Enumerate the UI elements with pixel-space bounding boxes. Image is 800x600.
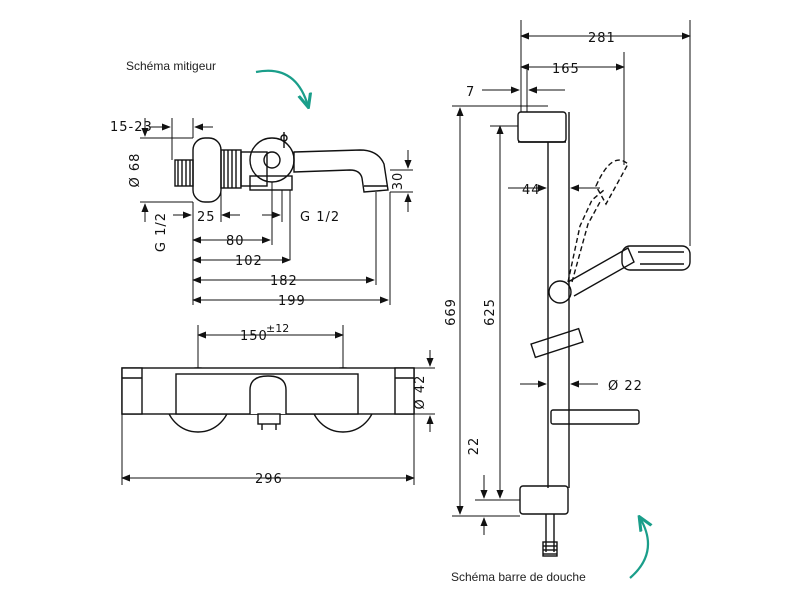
dim-150: 150	[240, 329, 268, 344]
dim-25: 25	[197, 210, 216, 225]
dim-165: 165	[552, 62, 580, 77]
dim-tol-12: ±12	[266, 322, 289, 335]
dim-102: 102	[235, 254, 263, 269]
dim-g-half-right: G 1/2	[300, 210, 340, 225]
front-spout	[249, 375, 287, 414]
top-bracket	[517, 111, 567, 143]
dim-281: 281	[588, 31, 616, 46]
shower-bar	[517, 111, 691, 557]
dim-30: 30	[391, 172, 406, 191]
mixer-top-view	[174, 132, 389, 203]
mixer-front-dims	[121, 325, 435, 485]
slider	[548, 280, 572, 304]
mixer-front-view	[121, 367, 415, 433]
body	[240, 151, 268, 187]
dim-296: 296	[255, 472, 283, 487]
shower-bar-dims	[452, 20, 691, 535]
dim-15-23: 15-23	[110, 120, 153, 135]
dim-7: 7	[466, 85, 475, 100]
mixer-caption: Schéma mitigeur	[126, 59, 217, 73]
dim-182: 182	[270, 274, 298, 289]
dim-dia42: Ø 42	[413, 375, 428, 410]
dim-g-half-left: G 1/2	[154, 212, 169, 252]
dimension-labels: 15-23 Ø 68 G 1/2 25 G 1/2 80 102 182 199…	[110, 31, 643, 487]
dim-80: 80	[226, 234, 245, 249]
spout	[293, 149, 389, 193]
dim-669: 669	[444, 298, 459, 326]
shower-bar-caption: Schéma barre de douche	[451, 570, 586, 584]
dim-dia68: Ø 68	[128, 153, 143, 188]
dim-44: 44	[522, 183, 541, 198]
mixer-arrow-icon	[255, 69, 308, 106]
dim-199: 199	[278, 294, 306, 309]
dim-dia22: Ø 22	[608, 379, 643, 394]
hand-shower-head	[621, 245, 691, 271]
mixer-top-dims	[140, 118, 413, 305]
dim-22: 22	[467, 437, 482, 456]
shower-bar-arrow-icon	[629, 518, 648, 579]
soap-dish	[550, 409, 640, 425]
hand-shower-handle	[567, 247, 635, 297]
wall-flange	[192, 137, 222, 203]
bottom-bracket	[519, 485, 569, 515]
dim-625: 625	[483, 298, 498, 326]
